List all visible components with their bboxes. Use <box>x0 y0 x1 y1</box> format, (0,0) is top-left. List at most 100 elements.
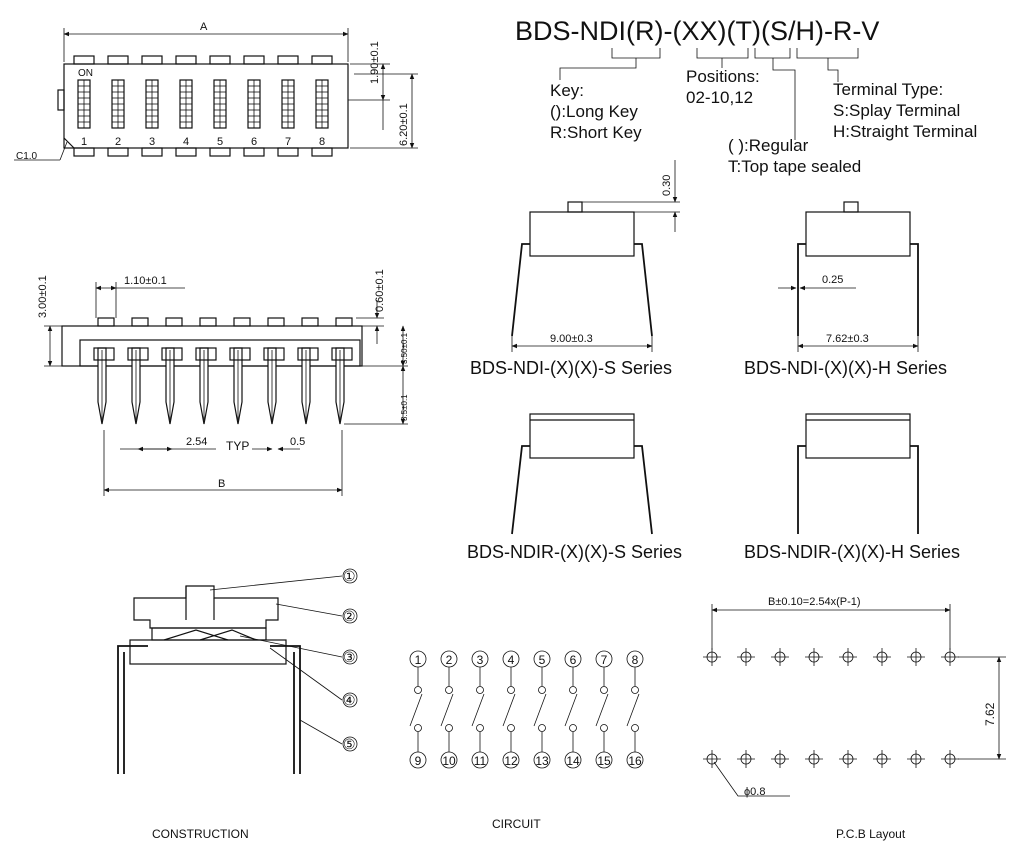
circuit-switch: 6 14 <box>564 650 582 769</box>
dim-height-key-label: 1.90±0.1 <box>369 41 381 84</box>
dim-key-height-label: 0.60±0.1 <box>374 269 386 312</box>
top-switch <box>179 79 193 129</box>
circuit-bottom-number: 9 <box>415 754 422 768</box>
side-body-inner <box>79 339 361 367</box>
circuit-bottom-number: 16 <box>628 754 642 768</box>
construction-base <box>129 639 287 665</box>
ndi-s-key <box>567 201 583 213</box>
pcb-hole <box>873 648 891 666</box>
tape-sealed: T:Top tape sealed <box>728 157 861 176</box>
side-key <box>267 317 285 327</box>
pcb-row-spacing-label: 7.62 <box>983 702 997 726</box>
callout-number: ④ <box>343 692 356 708</box>
ndi-h-pin-label: 0.25 <box>822 274 843 286</box>
circuit-switch: 210 <box>440 650 458 769</box>
ndi-s-pin-right <box>634 243 653 337</box>
callout-circle <box>342 692 358 708</box>
ndi-s-width-label: 9.00±0.3 <box>550 333 593 345</box>
construction-terminal-right <box>270 645 301 774</box>
side-pin-shoulder <box>229 347 251 361</box>
pcb-hole-label: ϕ0.8 <box>744 786 765 798</box>
pcb-width-formula: B±0.10=2.54x(P-1) <box>768 596 861 608</box>
ndi-h-width-label: 7.62±0.3 <box>826 333 869 345</box>
top-tab-upper <box>141 55 163 65</box>
key-short: R:Short Key <box>550 123 642 142</box>
callout-leader-1 <box>209 575 343 591</box>
top-tab-lower <box>209 147 231 157</box>
circuit-switch: 5 13 <box>533 650 551 769</box>
ndir-h-pin-right <box>910 445 919 534</box>
top-switch <box>213 79 227 129</box>
chamfer-line <box>63 137 75 149</box>
top-tab-lower <box>141 147 163 157</box>
construction-cover <box>133 585 279 629</box>
ndir-h-body <box>805 413 911 459</box>
pcb-hole-grid <box>703 648 959 768</box>
pcb-hole <box>941 750 959 768</box>
pcb-hole <box>907 750 925 768</box>
side-pin-shoulder <box>331 347 353 361</box>
pcb-hole <box>703 648 721 666</box>
circuit-bottom-number: 14 <box>566 754 580 768</box>
top-switch <box>281 79 295 129</box>
circuit-top-number: 6 <box>570 653 577 667</box>
side-pin-row <box>93 347 353 425</box>
callout-circle <box>342 608 358 624</box>
circuit-top-number: 4 <box>508 653 515 667</box>
bracket-positions <box>696 48 749 59</box>
positions-range: 02-10,12 <box>686 88 753 107</box>
circuit-switch: 19 <box>409 650 427 769</box>
circuit-top-number: 7 <box>601 653 608 667</box>
callout-number: ② <box>343 608 356 624</box>
top-tab-lower <box>107 147 129 157</box>
top-position-number: 4 <box>183 136 189 148</box>
callout-circle <box>342 649 358 665</box>
top-switch-row <box>73 55 333 157</box>
top-position-number: 7 <box>285 136 291 148</box>
dim-pin-label: 3.5±0.1 <box>400 394 409 421</box>
dim-key-width-label: 1.10±0.1 <box>124 275 167 287</box>
part-number-block: BDS-NDI(R)-(XX)(T)(S/H)-R-V Key: ():Long… <box>515 16 977 176</box>
side-pin-shoulder <box>263 347 285 361</box>
ndi-s-top-dim: 0.30 <box>661 175 673 196</box>
pcb-layout-view: B±0.10=2.54x(P-1) 7.62 ϕ0.8 P.C.B Layout <box>703 596 1006 841</box>
construction-key <box>185 586 215 620</box>
circuit-switch: 412 <box>502 650 520 769</box>
circuit-top-number: 8 <box>632 653 639 667</box>
pcb-hole <box>703 750 721 768</box>
dim-a-label: A <box>200 21 208 33</box>
circuit-top-number: 5 <box>539 653 546 667</box>
dim-typ-label: TYP <box>226 439 249 453</box>
dim-height-body-label: 6.20±0.1 <box>398 103 410 146</box>
ndi-s-pin-left <box>511 243 530 337</box>
top-tab-lower <box>73 147 95 157</box>
series-ndi-h: 0.25 7.62±0.3 BDS-NDI-(X)(X)-H Series <box>744 201 947 378</box>
tape-regular: ( ):Regular <box>728 136 809 155</box>
ndi-h-body <box>805 211 911 257</box>
top-position-number: 2 <box>115 136 121 148</box>
top-side-notch <box>57 89 65 111</box>
side-pin-shoulder <box>127 347 149 361</box>
dim-pin-width-label: 0.5 <box>290 436 305 448</box>
pcb-hole <box>941 648 959 666</box>
ndi-h-series-label: BDS-NDI-(X)(X)-H Series <box>744 358 947 378</box>
circuit-top-number: 3 <box>477 653 484 667</box>
circuit-switch: 715 <box>595 650 613 769</box>
ndi-h-key <box>843 201 859 213</box>
callout-circle <box>342 736 358 752</box>
callout-number: ⑤ <box>343 736 356 752</box>
series-ndir-h: BDS-NDIR-(X)(X)-H Series <box>744 413 960 562</box>
circuit-bottom-number: 13 <box>535 754 549 768</box>
bracket-key <box>611 48 661 59</box>
top-tab-upper <box>209 55 231 65</box>
top-position-number: 8 <box>319 136 325 148</box>
ndir-h-pin-left <box>797 445 806 534</box>
leader-key <box>559 58 637 80</box>
construction-terminal-left <box>117 645 148 774</box>
top-tab-upper <box>277 55 299 65</box>
